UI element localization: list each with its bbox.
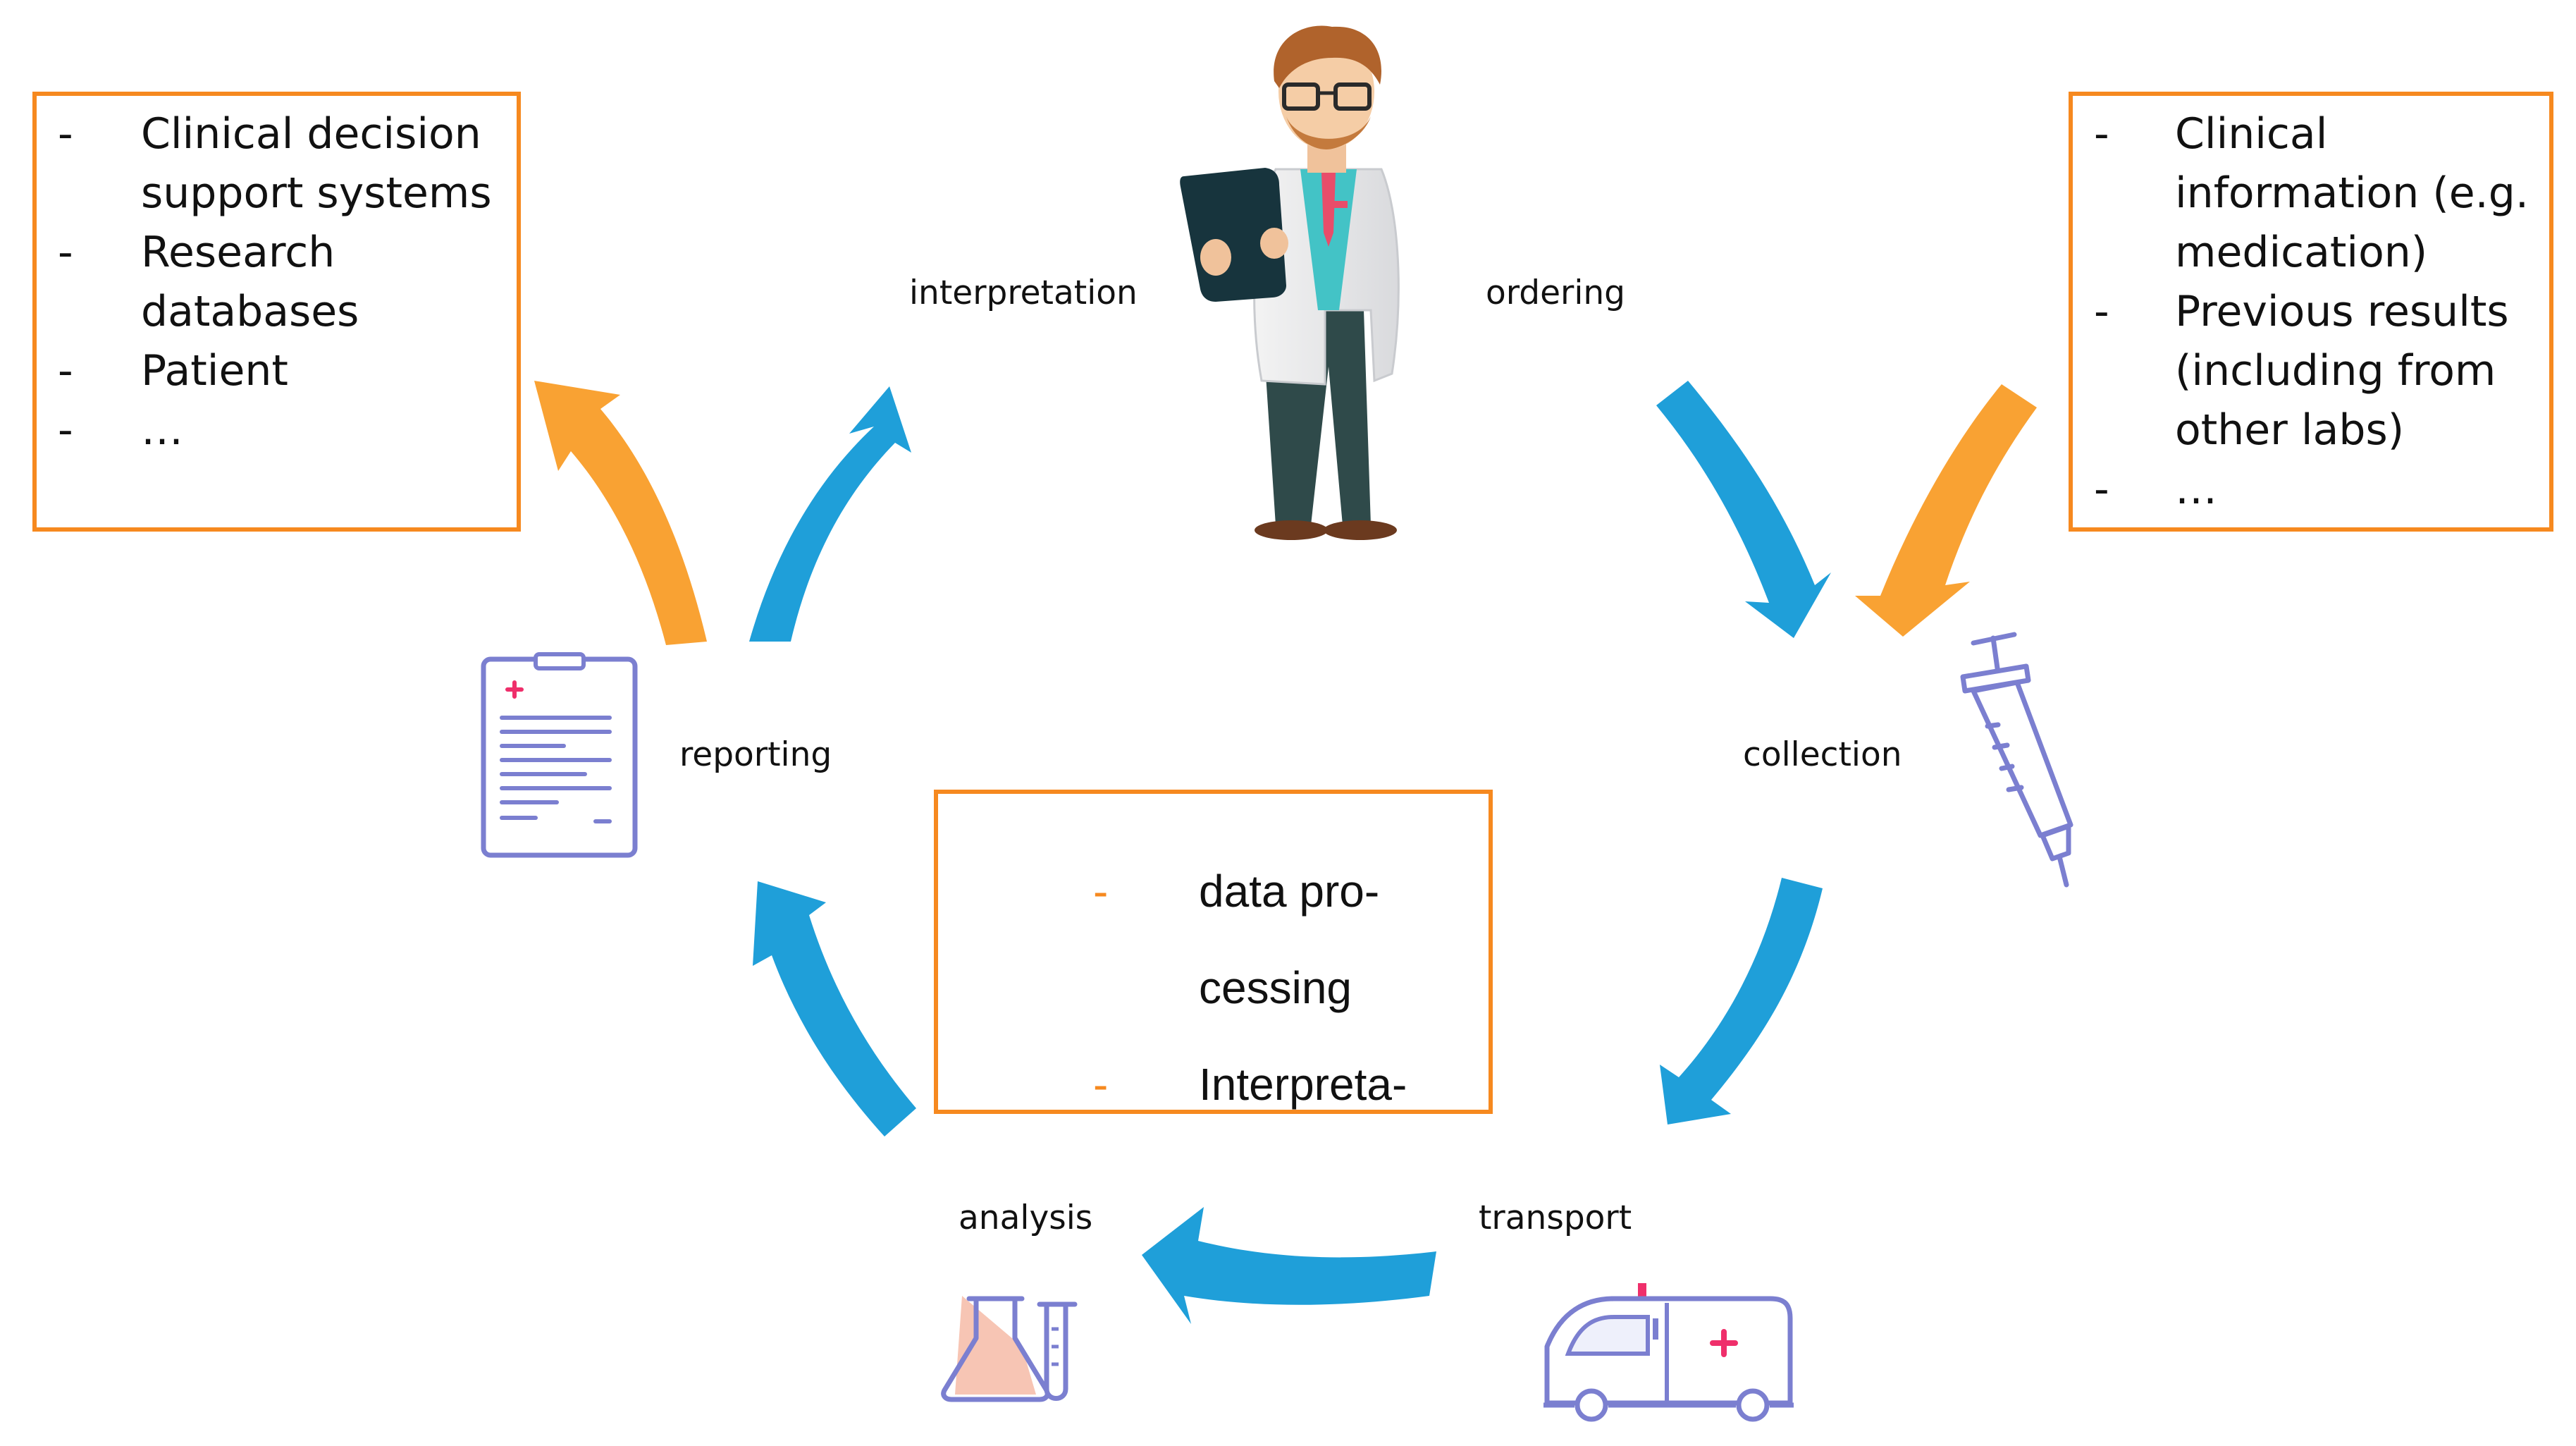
syringe-icon: [1960, 632, 2073, 888]
list-item: -data pro-: [1093, 866, 1380, 917]
outputs-box: -Clinical decision support systems -Rese…: [32, 92, 521, 532]
list-item: -Previous results (including from other …: [2094, 287, 2509, 455]
stage-interpretation: interpretation: [909, 274, 1138, 312]
list-item: -Clinical information (e.g. medication): [2094, 109, 2529, 277]
outputs-list: -Clinical decision support systems -Rese…: [58, 104, 500, 460]
stage-reporting: reporting: [679, 735, 832, 774]
inputs-box: -Clinical information (e.g. medication) …: [2069, 92, 2553, 532]
list-item: -Research databases: [58, 228, 359, 336]
list-item: -Patient: [58, 346, 288, 396]
arrow-reporting-output: [534, 381, 707, 645]
list-item: -…: [58, 405, 183, 455]
cycle-arrows: [749, 381, 1831, 1324]
arrow-transport-to-analysis: [1142, 1207, 1436, 1324]
arrow-collection-input: [1855, 384, 2037, 637]
arrow-analysis-to-reporting: [753, 881, 916, 1136]
doctor-illustration: [1180, 25, 1400, 540]
processing-list: -data pro- cessing -Interpreta-: [938, 843, 1474, 1133]
arrow-reporting-to-interpretation: [749, 386, 911, 642]
inputs-list: -Clinical information (e.g. medication) …: [2094, 104, 2532, 519]
stage-collection: collection: [1743, 735, 1902, 774]
list-item: -…: [2094, 465, 2217, 514]
lab-flask-icon: [941, 1296, 1078, 1402]
stage-transport: transport: [1479, 1199, 1632, 1237]
stage-ordering: ordering: [1486, 274, 1626, 312]
list-item: -Clinical decision support systems: [58, 109, 492, 218]
arrow-collection-to-transport: [1660, 878, 1823, 1125]
stage-analysis: analysis: [959, 1199, 1093, 1237]
list-item: -Interpreta-: [1093, 1059, 1407, 1110]
info-arrows: [534, 381, 2037, 645]
list-item: cessing: [1199, 962, 1352, 1013]
clipboard-report-icon: [481, 652, 638, 858]
ambulance-icon: [1543, 1283, 1794, 1422]
arrow-ordering-to-collection: [1656, 381, 1831, 638]
processing-box: -data pro- cessing -Interpreta-: [934, 790, 1493, 1114]
